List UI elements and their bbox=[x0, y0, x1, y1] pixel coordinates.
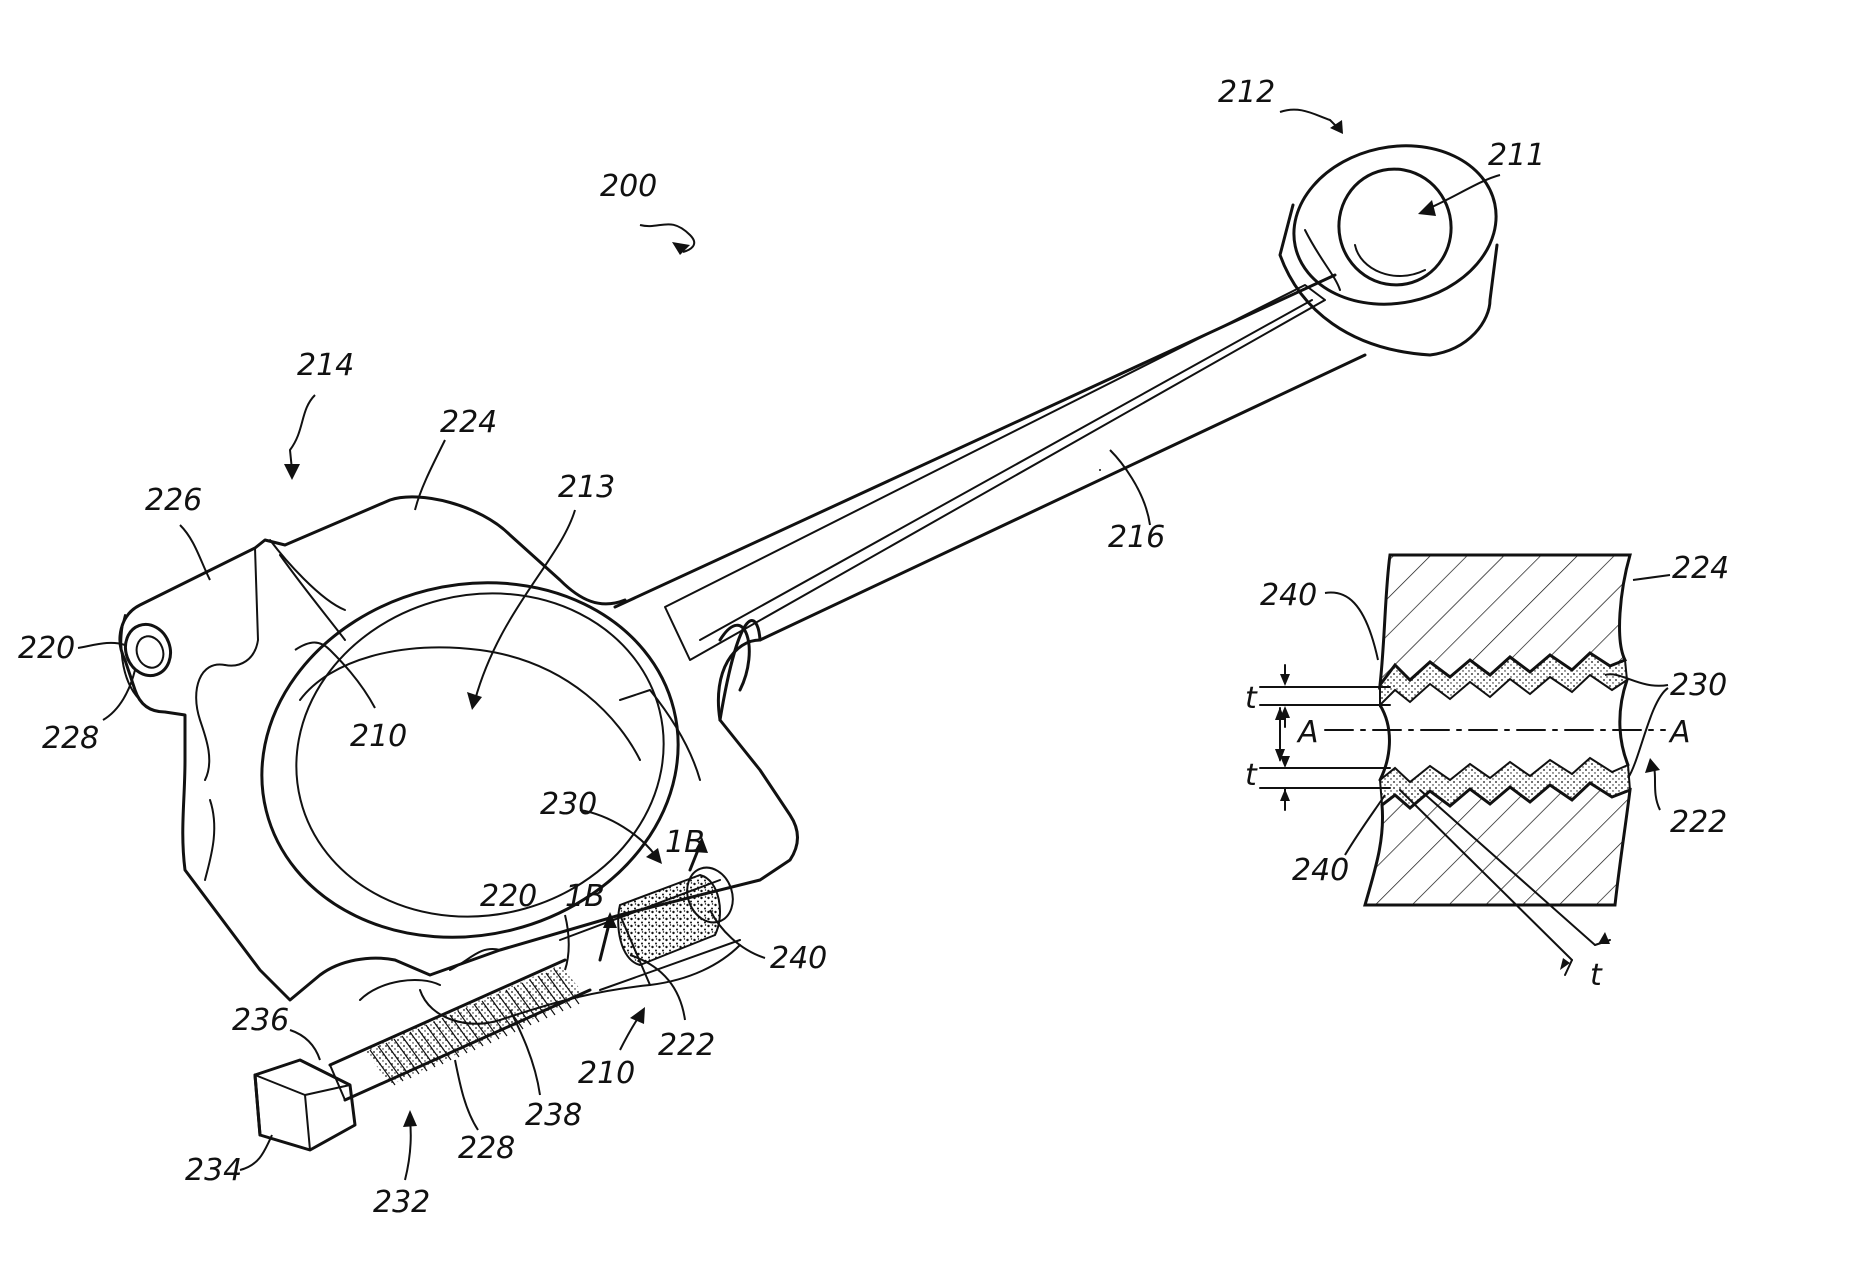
bolt-head bbox=[255, 1060, 355, 1150]
label-226: 226 bbox=[145, 483, 202, 518]
label-210-upper: 210 bbox=[350, 719, 407, 754]
detail-label-A-left: A bbox=[1296, 715, 1319, 750]
label-220-left: 220 bbox=[18, 631, 75, 666]
main-labels: 200 212 211 214 224 226 213 216 220 228 bbox=[18, 75, 1545, 1220]
label-240: 240 bbox=[770, 941, 827, 976]
label-228-left: 228 bbox=[42, 721, 99, 756]
detail-label-t-diagonal: t bbox=[1590, 958, 1603, 993]
label-238: 238 bbox=[525, 1098, 582, 1133]
label-216: 216 bbox=[1108, 520, 1165, 555]
label-200: 200 bbox=[600, 169, 657, 204]
label-230: 230 bbox=[540, 787, 597, 822]
label-228-lower: 228 bbox=[458, 1131, 515, 1166]
label-236: 236 bbox=[232, 1003, 289, 1038]
connecting-rod bbox=[118, 127, 1511, 1150]
small-end bbox=[1279, 127, 1511, 355]
label-1B-lower: 1B bbox=[565, 879, 605, 914]
label-1B-upper: 1B bbox=[665, 825, 705, 860]
rod-shank bbox=[615, 275, 1365, 720]
detail-label-230: 230 bbox=[1670, 668, 1727, 703]
label-210-lower: 210 bbox=[578, 1056, 635, 1091]
big-end bbox=[118, 497, 797, 1024]
label-214: 214 bbox=[297, 348, 354, 383]
detail-label-240-lower: 240 bbox=[1292, 853, 1349, 888]
label-212: 212 bbox=[1218, 75, 1275, 110]
detail-section-view bbox=[1260, 555, 1665, 975]
detail-label-222: 222 bbox=[1670, 805, 1727, 840]
detail-label-224: 224 bbox=[1672, 551, 1729, 586]
thread-insert bbox=[618, 875, 720, 965]
detail-label-A-right: A bbox=[1668, 715, 1691, 750]
label-222: 222 bbox=[658, 1028, 715, 1063]
detail-label-t-lower: t bbox=[1245, 758, 1258, 793]
detail-label-240-upper: 240 bbox=[1260, 578, 1317, 613]
label-234: 234 bbox=[185, 1153, 242, 1188]
detail-label-t-upper: t bbox=[1245, 681, 1258, 716]
label-220-middle: 220 bbox=[480, 879, 537, 914]
label-224: 224 bbox=[440, 405, 497, 440]
label-232: 232 bbox=[373, 1185, 430, 1220]
bolt-threads bbox=[365, 965, 585, 1085]
label-211: 211 bbox=[1488, 138, 1545, 173]
label-213: 213 bbox=[558, 470, 615, 505]
